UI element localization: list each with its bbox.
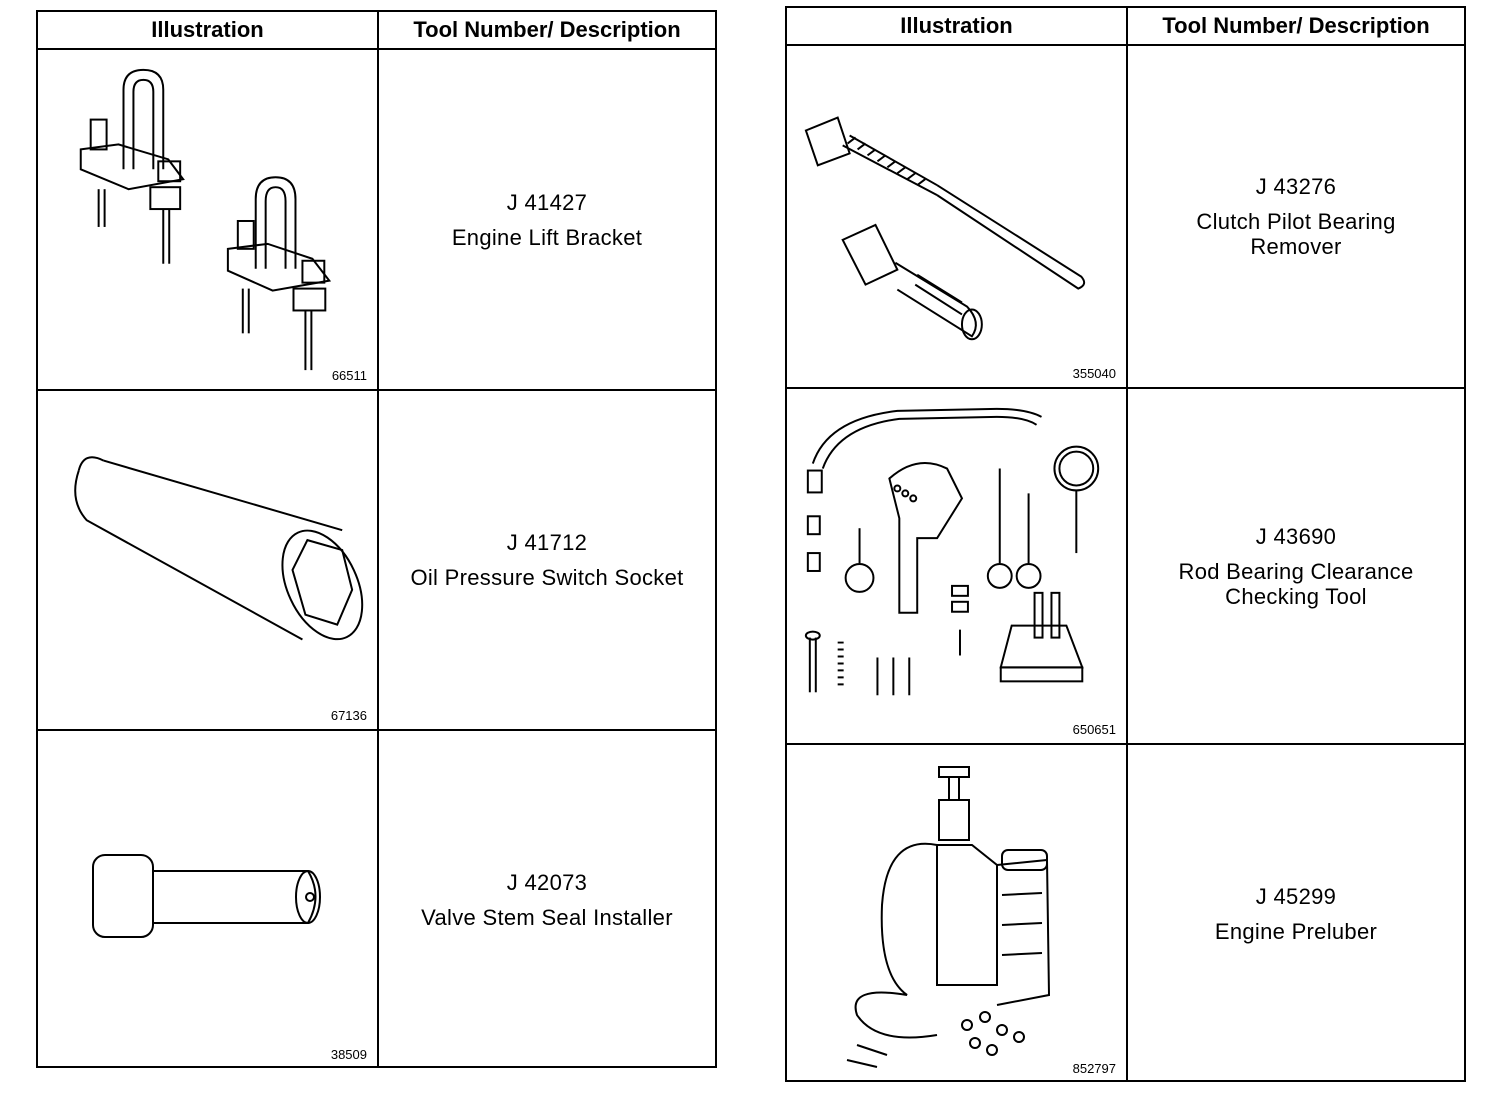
table-header: Illustration Tool Number/ Description <box>38 12 715 50</box>
header-description: Tool Number/ Description <box>1162 13 1430 38</box>
figure-code: 650651 <box>1072 722 1116 737</box>
tool-number: J 42073 <box>506 869 588 895</box>
tool-table-left: Illustration Tool Number/ Description <box>36 10 717 1068</box>
tool-number: J 41712 <box>506 530 588 555</box>
tool-number: J 43690 <box>1255 523 1337 549</box>
tool-number: J 43276 <box>1255 174 1337 199</box>
figure-code: 355040 <box>1072 366 1116 381</box>
tool-description: J 45299 Engine Preluber <box>1128 745 1464 1082</box>
table-row: 355040 J 43276 Clutch Pilot Bearing Remo… <box>787 46 1464 389</box>
preluber-illustration: 852797 <box>787 745 1126 1082</box>
seal-installer-illustration: 38509 <box>38 731 377 1068</box>
column-divider <box>1126 8 1128 1080</box>
tool-name: Engine Lift Bracket <box>451 224 643 250</box>
header-illustration: Illustration <box>151 17 264 42</box>
figure-code: 38509 <box>330 1047 367 1062</box>
tool-name: Rod Bearing Clearance Checking Tool <box>1178 558 1414 609</box>
column-divider <box>377 12 379 1066</box>
figure-code: 67136 <box>330 708 367 723</box>
tool-description: J 43276 Clutch Pilot Bearing Remover <box>1128 46 1464 387</box>
table-row: 852797 J 45299 Engine Preluber <box>787 745 1464 1082</box>
tool-description: J 41712 Oil Pressure Switch Socket <box>379 391 715 729</box>
tool-description: J 43690 Rod Bearing Clearance Checking T… <box>1128 389 1464 743</box>
engine-lift-bracket-illustration: 66511 <box>38 50 377 389</box>
header-description: Tool Number/ Description <box>413 17 681 42</box>
table-row: 67136 J 41712 Oil Pressure Switch Socket <box>38 391 715 731</box>
tool-table-right: Illustration Tool Number/ Description 35… <box>785 6 1466 1082</box>
figure-code: 66511 <box>331 368 367 383</box>
tool-description: J 41427 Engine Lift Bracket <box>379 50 715 389</box>
header-illustration: Illustration <box>900 13 1013 38</box>
clearance-tool-kit-illustration: 650651 <box>787 389 1126 743</box>
tool-name: Valve Stem Seal Installer <box>421 904 673 930</box>
table-row: 38509 J 42073 Valve Stem Seal Installer <box>38 731 715 1068</box>
tool-name: Clutch Pilot Bearing Remover <box>1196 209 1396 259</box>
table-row: 66511 J 41427 Engine Lift Bracket <box>38 50 715 391</box>
figure-code: 852797 <box>1072 1061 1116 1076</box>
tool-description: J 42073 Valve Stem Seal Installer <box>379 731 715 1068</box>
bearing-remover-illustration: 355040 <box>787 46 1126 387</box>
tool-number: J 45299 <box>1255 883 1337 909</box>
tool-name: Oil Pressure Switch Socket <box>410 565 684 590</box>
table-header: Illustration Tool Number/ Description <box>787 8 1464 46</box>
table-row: 650651 J 43690 Rod Bearing Clearance Che… <box>787 389 1464 745</box>
tool-name: Engine Preluber <box>1214 918 1378 944</box>
socket-illustration: 67136 <box>38 391 377 729</box>
tool-number: J 41427 <box>506 189 588 215</box>
